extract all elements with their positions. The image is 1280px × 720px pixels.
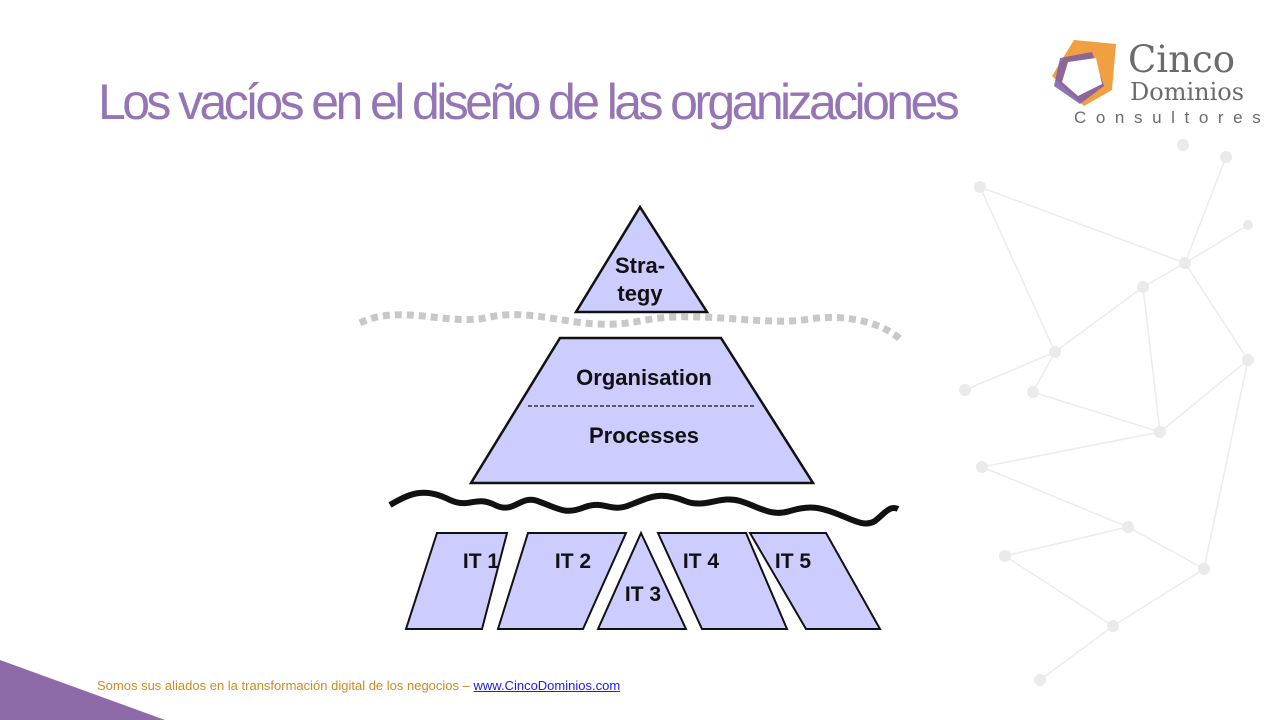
logo-text-consultores: Consultores — [1074, 108, 1271, 127]
strategy-label-line1: Stra- — [615, 253, 665, 278]
it1-block — [404, 532, 509, 630]
slide-title: Los vacíos en el diseño de las organizac… — [98, 74, 960, 130]
gap-line-dotted — [358, 311, 903, 342]
network-background — [959, 139, 1254, 686]
it5-label: IT 5 — [775, 550, 811, 573]
it3-block — [596, 530, 688, 630]
logo-text-cinco: Cinco — [1128, 38, 1235, 81]
strategy-label-line2: tegy — [617, 281, 663, 306]
it1-label: IT 1 — [463, 550, 499, 573]
it2-block — [496, 532, 628, 630]
strategy-triangle — [573, 204, 710, 314]
logo-pentagon-inner — [1062, 58, 1102, 96]
logo-text-dominios: Dominios — [1130, 78, 1245, 106]
it2-label: IT 2 — [555, 550, 591, 573]
organisation-label: Organisation — [576, 365, 712, 390]
footer-website-link[interactable]: www.CincoDominios.com — [473, 678, 621, 693]
it4-label: IT 4 — [683, 550, 719, 573]
footer: Somos sus aliados en la transformación d… — [97, 678, 620, 694]
organisation-pyramid-diagram: Stra- tegy Organisation Processes IT 1 I… — [358, 204, 903, 630]
footer-text: Somos sus aliados en la transformación d… — [97, 678, 474, 693]
processes-label: Processes — [589, 423, 699, 448]
it3-label: IT 3 — [625, 583, 661, 606]
organisation-processes-trapezoid — [468, 336, 816, 485]
it4-block — [656, 532, 789, 630]
cinco-dominios-logo — [1052, 40, 1116, 106]
corner-decoration — [0, 660, 165, 720]
it5-block — [748, 532, 882, 630]
gap-line-solid — [388, 489, 900, 527]
